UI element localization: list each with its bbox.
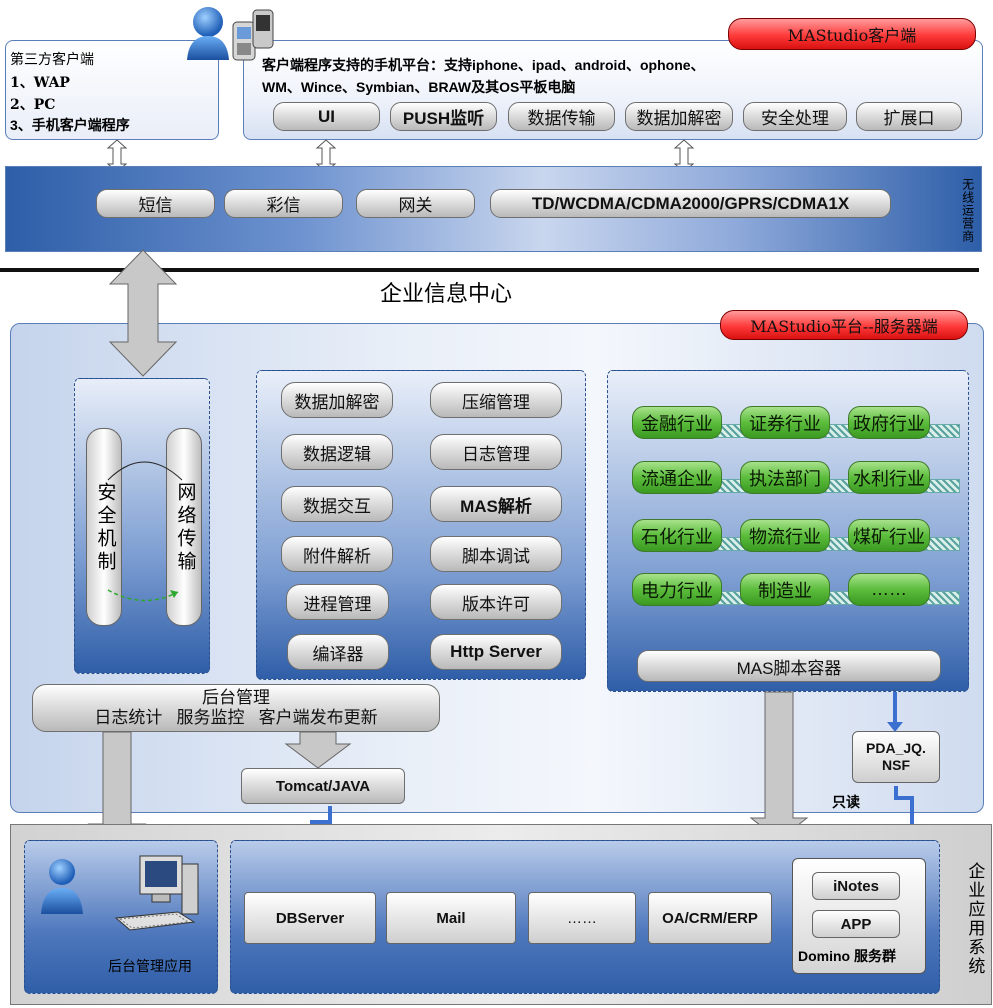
client-module-ui: UI — [273, 102, 380, 131]
enterprise-apps-side-label: 企业应用系统 — [962, 862, 986, 976]
system-mail: Mail — [386, 892, 516, 944]
computer-icon — [114, 855, 199, 931]
industry-item: 流通企业 — [632, 461, 722, 494]
backend-items: 日志统计 服务监控 客户端发布更新 — [94, 708, 378, 727]
readonly-label: 只读 — [832, 794, 860, 810]
wireless-sms: 短信 — [96, 189, 215, 218]
industry-item: 金融行业 — [632, 406, 722, 439]
wireless-side-text: 无线运营商 — [960, 178, 975, 243]
server-tag: MAStudio平台--服务器端 — [720, 310, 968, 340]
admin-user-icon — [41, 859, 83, 914]
client-module-encryption: 数据加解密 — [625, 102, 733, 131]
client-module-security: 安全处理 — [743, 102, 847, 131]
server-function-item: 数据加解密 — [281, 382, 393, 418]
domino-inotes: iNotes — [812, 872, 900, 900]
client-platforms-line2: WM、Wince、Symbian、BRAW及其OS平板电脑 — [262, 79, 576, 95]
pda-line1: PDA_JQ. — [866, 740, 926, 757]
backend-management: 后台管理 日志统计 服务监控 客户端发布更新 — [32, 684, 440, 732]
security-pillar — [86, 428, 122, 626]
third-party-title: 第三方客户端 — [10, 51, 94, 67]
wireless-networks: TD/WCDMA/CDMA2000/GPRS/CDMA1X — [490, 189, 891, 218]
server-function-item: 版本许可 — [430, 584, 562, 620]
client-tag: MAStudio客户端 — [728, 18, 976, 50]
third-party-item-pc: 2、PC — [10, 97, 56, 113]
enterprise-apps-side-text: 企业应用系统 — [965, 862, 985, 976]
server-function-item: MAS解析 — [430, 486, 562, 522]
wireless-side-label: 无线运营商 — [957, 178, 977, 243]
section-divider — [0, 268, 979, 272]
server-function-item: 进程管理 — [286, 584, 389, 620]
industry-item: 煤矿行业 — [848, 519, 930, 552]
system-oa-crm-erp: OA/CRM/ERP — [648, 892, 772, 944]
server-function-item: 编译器 — [287, 634, 389, 670]
security-label: 安全机制 — [90, 482, 118, 574]
industry-item: 水利行业 — [848, 461, 930, 494]
server-function-item: 附件解析 — [281, 536, 393, 572]
pda-line2: NSF — [882, 757, 910, 773]
industry-item: 执法部门 — [740, 461, 830, 494]
connector-arrows-top — [106, 139, 695, 173]
domino-label: Domino 服务群 — [798, 948, 896, 964]
client-module-data-transfer: 数据传输 — [508, 102, 615, 131]
domino-app: APP — [812, 910, 900, 938]
system-more: …… — [528, 892, 636, 944]
third-party-item-wap: 1、WAP — [10, 75, 70, 91]
industry-item: 物流行业 — [740, 519, 830, 552]
industry-item: 石化行业 — [632, 519, 722, 552]
server-function-item: 日志管理 — [430, 434, 562, 470]
server-function-item: 数据交互 — [281, 486, 393, 522]
security-network-flow — [107, 461, 183, 602]
big-double-arrow — [108, 249, 178, 377]
industry-item: 电力行业 — [632, 573, 722, 606]
industry-item: 制造业 — [740, 573, 830, 606]
server-function-item: 数据逻辑 — [281, 434, 393, 470]
network-label: 网络传输 — [170, 482, 198, 574]
industry-item: 证券行业 — [740, 406, 830, 439]
backend-title: 后台管理 — [202, 688, 270, 708]
mas-script-container: MAS脚本容器 — [637, 650, 941, 682]
client-module-extension: 扩展口 — [856, 102, 962, 131]
system-dbserver: DBServer — [244, 892, 376, 944]
network-label-text: 网络传输 — [174, 482, 196, 574]
third-party-client-box: 第三方客户端 1、WAP 2、PC 3、手机客户端程序 — [5, 40, 219, 140]
client-module-push: PUSH监听 — [390, 102, 497, 131]
third-party-item-app: 3、手机客户端程序 — [10, 117, 130, 133]
admin-app-label: 后台管理应用 — [108, 958, 192, 974]
mobile-user-icon — [187, 7, 274, 61]
enterprise-center-label: 企业信息中心 — [380, 281, 513, 306]
server-function-item: Http Server — [430, 634, 562, 670]
tomcat-java: Tomcat/JAVA — [241, 768, 405, 804]
functions-panel — [256, 370, 586, 680]
server-function-item: 压缩管理 — [430, 382, 562, 418]
server-function-item: 脚本调试 — [430, 536, 562, 572]
pda-nsf-box: PDA_JQ. NSF — [852, 731, 940, 783]
wireless-mms: 彩信 — [224, 189, 343, 218]
wireless-gateway: 网关 — [356, 189, 475, 218]
security-label-text: 安全机制 — [94, 482, 116, 574]
industry-item: 政府行业 — [848, 406, 930, 439]
client-platforms-line1: 客户端程序支持的手机平台：支持iphone、ipad、android、ophon… — [262, 57, 705, 73]
industry-item: …… — [848, 573, 930, 606]
